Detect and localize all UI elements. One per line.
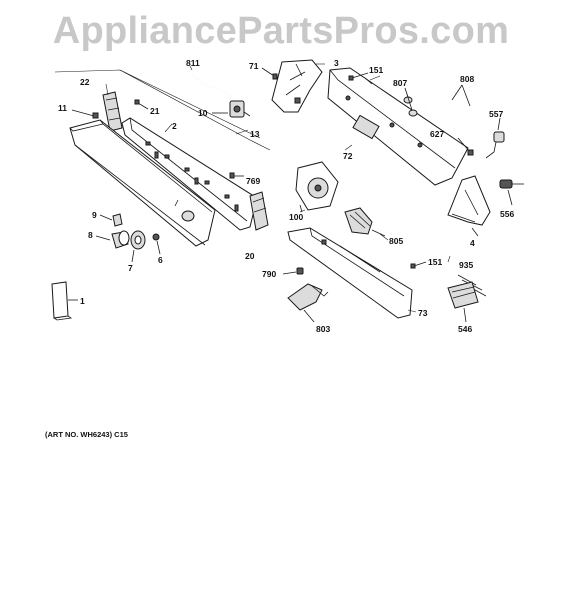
callout-10: 10 [198, 108, 208, 118]
callout-935: 935 [459, 260, 474, 270]
callout-2: 2 [172, 121, 177, 131]
screw-part-151-lower [410, 261, 427, 269]
control-panel-part-2 [69, 119, 216, 247]
knob-part-8 [95, 230, 130, 249]
end-cap-right-part-20 [249, 191, 269, 231]
callout-13: 13 [250, 129, 260, 139]
callout-805: 805 [389, 236, 404, 246]
callout-72: 72 [343, 151, 353, 161]
screw-part-71 [261, 67, 278, 80]
callout-6: 6 [158, 255, 163, 265]
callout-4: 4 [470, 238, 475, 248]
callout-769: 769 [246, 176, 261, 186]
callout-8: 8 [88, 230, 93, 240]
bracket-part-4 [447, 175, 491, 237]
callout-71: 71 [249, 61, 259, 71]
callout-100: 100 [289, 212, 304, 222]
frame-part-13 [121, 117, 258, 231]
callout-20: 20 [245, 251, 255, 261]
pressure-switch-part-10 [212, 100, 251, 118]
callout-11: 11 [58, 103, 67, 113]
callout-811: 811 [186, 58, 200, 68]
console-outline-lines [54, 69, 271, 151]
bracket-part-3 [271, 59, 323, 113]
callout-557: 557 [489, 109, 504, 119]
timer-part-100 [295, 161, 339, 213]
washers-part-807 [403, 87, 418, 117]
screw-part-769 [229, 172, 244, 179]
callout-7: 7 [128, 263, 133, 273]
inlet-hoses-part-808 [424, 84, 482, 149]
part-557 [485, 117, 505, 159]
connector-part-805 [344, 207, 386, 237]
callout-73: 73 [418, 308, 428, 318]
control-mount-panel-part-72 [327, 67, 469, 186]
callout-21: 21 [150, 106, 160, 116]
callout-546: 546 [458, 324, 473, 334]
clip-part-790 [282, 267, 304, 275]
screw-part-21 [134, 99, 149, 110]
literature-part-1 [51, 281, 78, 321]
knob-part-7 [130, 230, 146, 263]
callout-803: 803 [316, 324, 331, 334]
callout-22: 22 [80, 77, 90, 87]
art-number-caption: (ART NO. WH6243) C15 [45, 430, 128, 439]
part-6 [152, 233, 161, 255]
callout-9: 9 [92, 210, 97, 220]
clip-part-627 [457, 137, 474, 156]
callout-627: 627 [430, 129, 445, 139]
callout-1: 1 [80, 296, 85, 306]
end-cap-left-part-22 [102, 91, 123, 132]
callout-790: 790 [262, 269, 277, 279]
leader-lines [105, 63, 451, 313]
callout-151-top: 151 [369, 65, 384, 75]
callout-808: 808 [460, 74, 475, 84]
callout-556: 556 [500, 209, 515, 219]
part-556 [499, 179, 524, 206]
callout-3: 3 [334, 58, 339, 68]
hose-part-811 [189, 69, 231, 97]
screw-part-151-top [348, 72, 369, 81]
callout-151-lower: 151 [428, 257, 443, 267]
callout-807: 807 [393, 78, 408, 88]
part-803 [287, 283, 329, 323]
watermark: AppliancePartsPros.com [52, 10, 510, 52]
screw-part-11 [71, 109, 99, 119]
rear-cover-part-73 [287, 227, 413, 319]
part-9 [99, 213, 123, 227]
module-part-546 [447, 281, 479, 323]
